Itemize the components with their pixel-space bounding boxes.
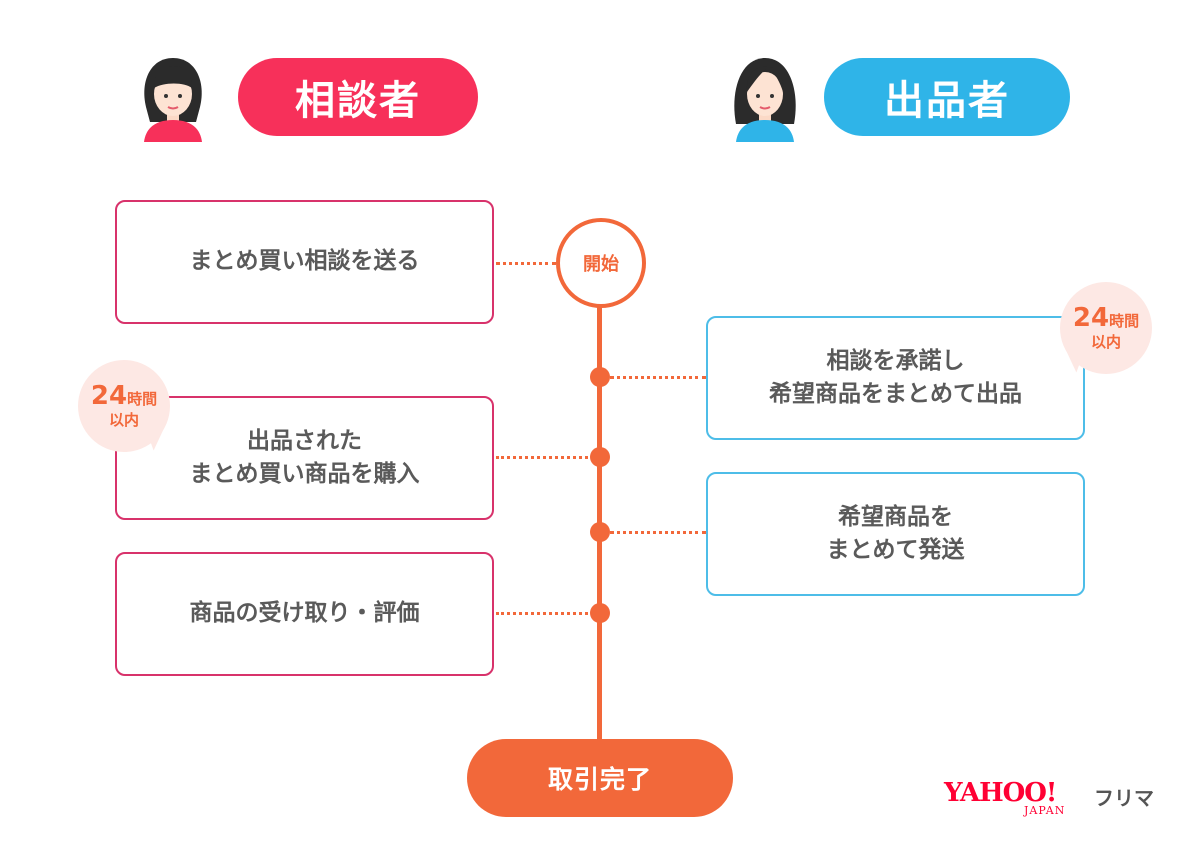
time-limit-badge-seller: 24時間 以内 xyxy=(1060,282,1152,374)
seller-avatar-icon xyxy=(734,58,796,142)
consultant-step-1: まとめ買い相談を送る xyxy=(115,200,494,324)
timeline-node xyxy=(590,522,610,542)
yahoo-flea-market-logo: YAHOO! JAPAN フリマ xyxy=(944,778,1154,822)
seller-step-1: 相談を承諾し 希望商品をまとめて出品 xyxy=(706,316,1085,440)
seller-step-2: 希望商品を まとめて発送 xyxy=(706,472,1085,596)
timeline-node xyxy=(590,447,610,467)
consultant-step-2: 出品された まとめ買い商品を購入 xyxy=(115,396,494,520)
consultant-avatar-icon xyxy=(144,58,202,142)
timeline-node xyxy=(590,603,610,623)
connector-step-1 xyxy=(496,262,556,265)
time-limit-unit: 時間 xyxy=(127,390,158,409)
connector-step-3 xyxy=(496,456,588,459)
timeline-node xyxy=(590,367,610,387)
logo-product: フリマ xyxy=(1094,786,1154,810)
seller-role-label: 出品者 xyxy=(824,58,1070,136)
time-limit-badge-consultant: 24時間 以内 xyxy=(78,360,170,452)
connector-step-2 xyxy=(610,376,706,379)
logo-brand: YAHOO! xyxy=(944,778,1057,808)
connector-step-4 xyxy=(610,531,706,534)
timeline-start: 開始 xyxy=(556,218,646,308)
consultant-role-label: 相談者 xyxy=(238,58,478,136)
time-limit-suffix: 以内 xyxy=(1090,332,1121,351)
time-limit-number: 24 xyxy=(1072,303,1110,334)
time-limit-unit: 時間 xyxy=(1109,312,1140,331)
connector-step-5 xyxy=(496,612,588,615)
time-limit-number: 24 xyxy=(90,381,128,412)
timeline-end: 取引完了 xyxy=(467,739,733,817)
consultant-step-3: 商品の受け取り・評価 xyxy=(115,552,494,676)
time-limit-suffix: 以内 xyxy=(108,410,139,429)
logo-brand-sub: JAPAN xyxy=(1024,804,1066,817)
